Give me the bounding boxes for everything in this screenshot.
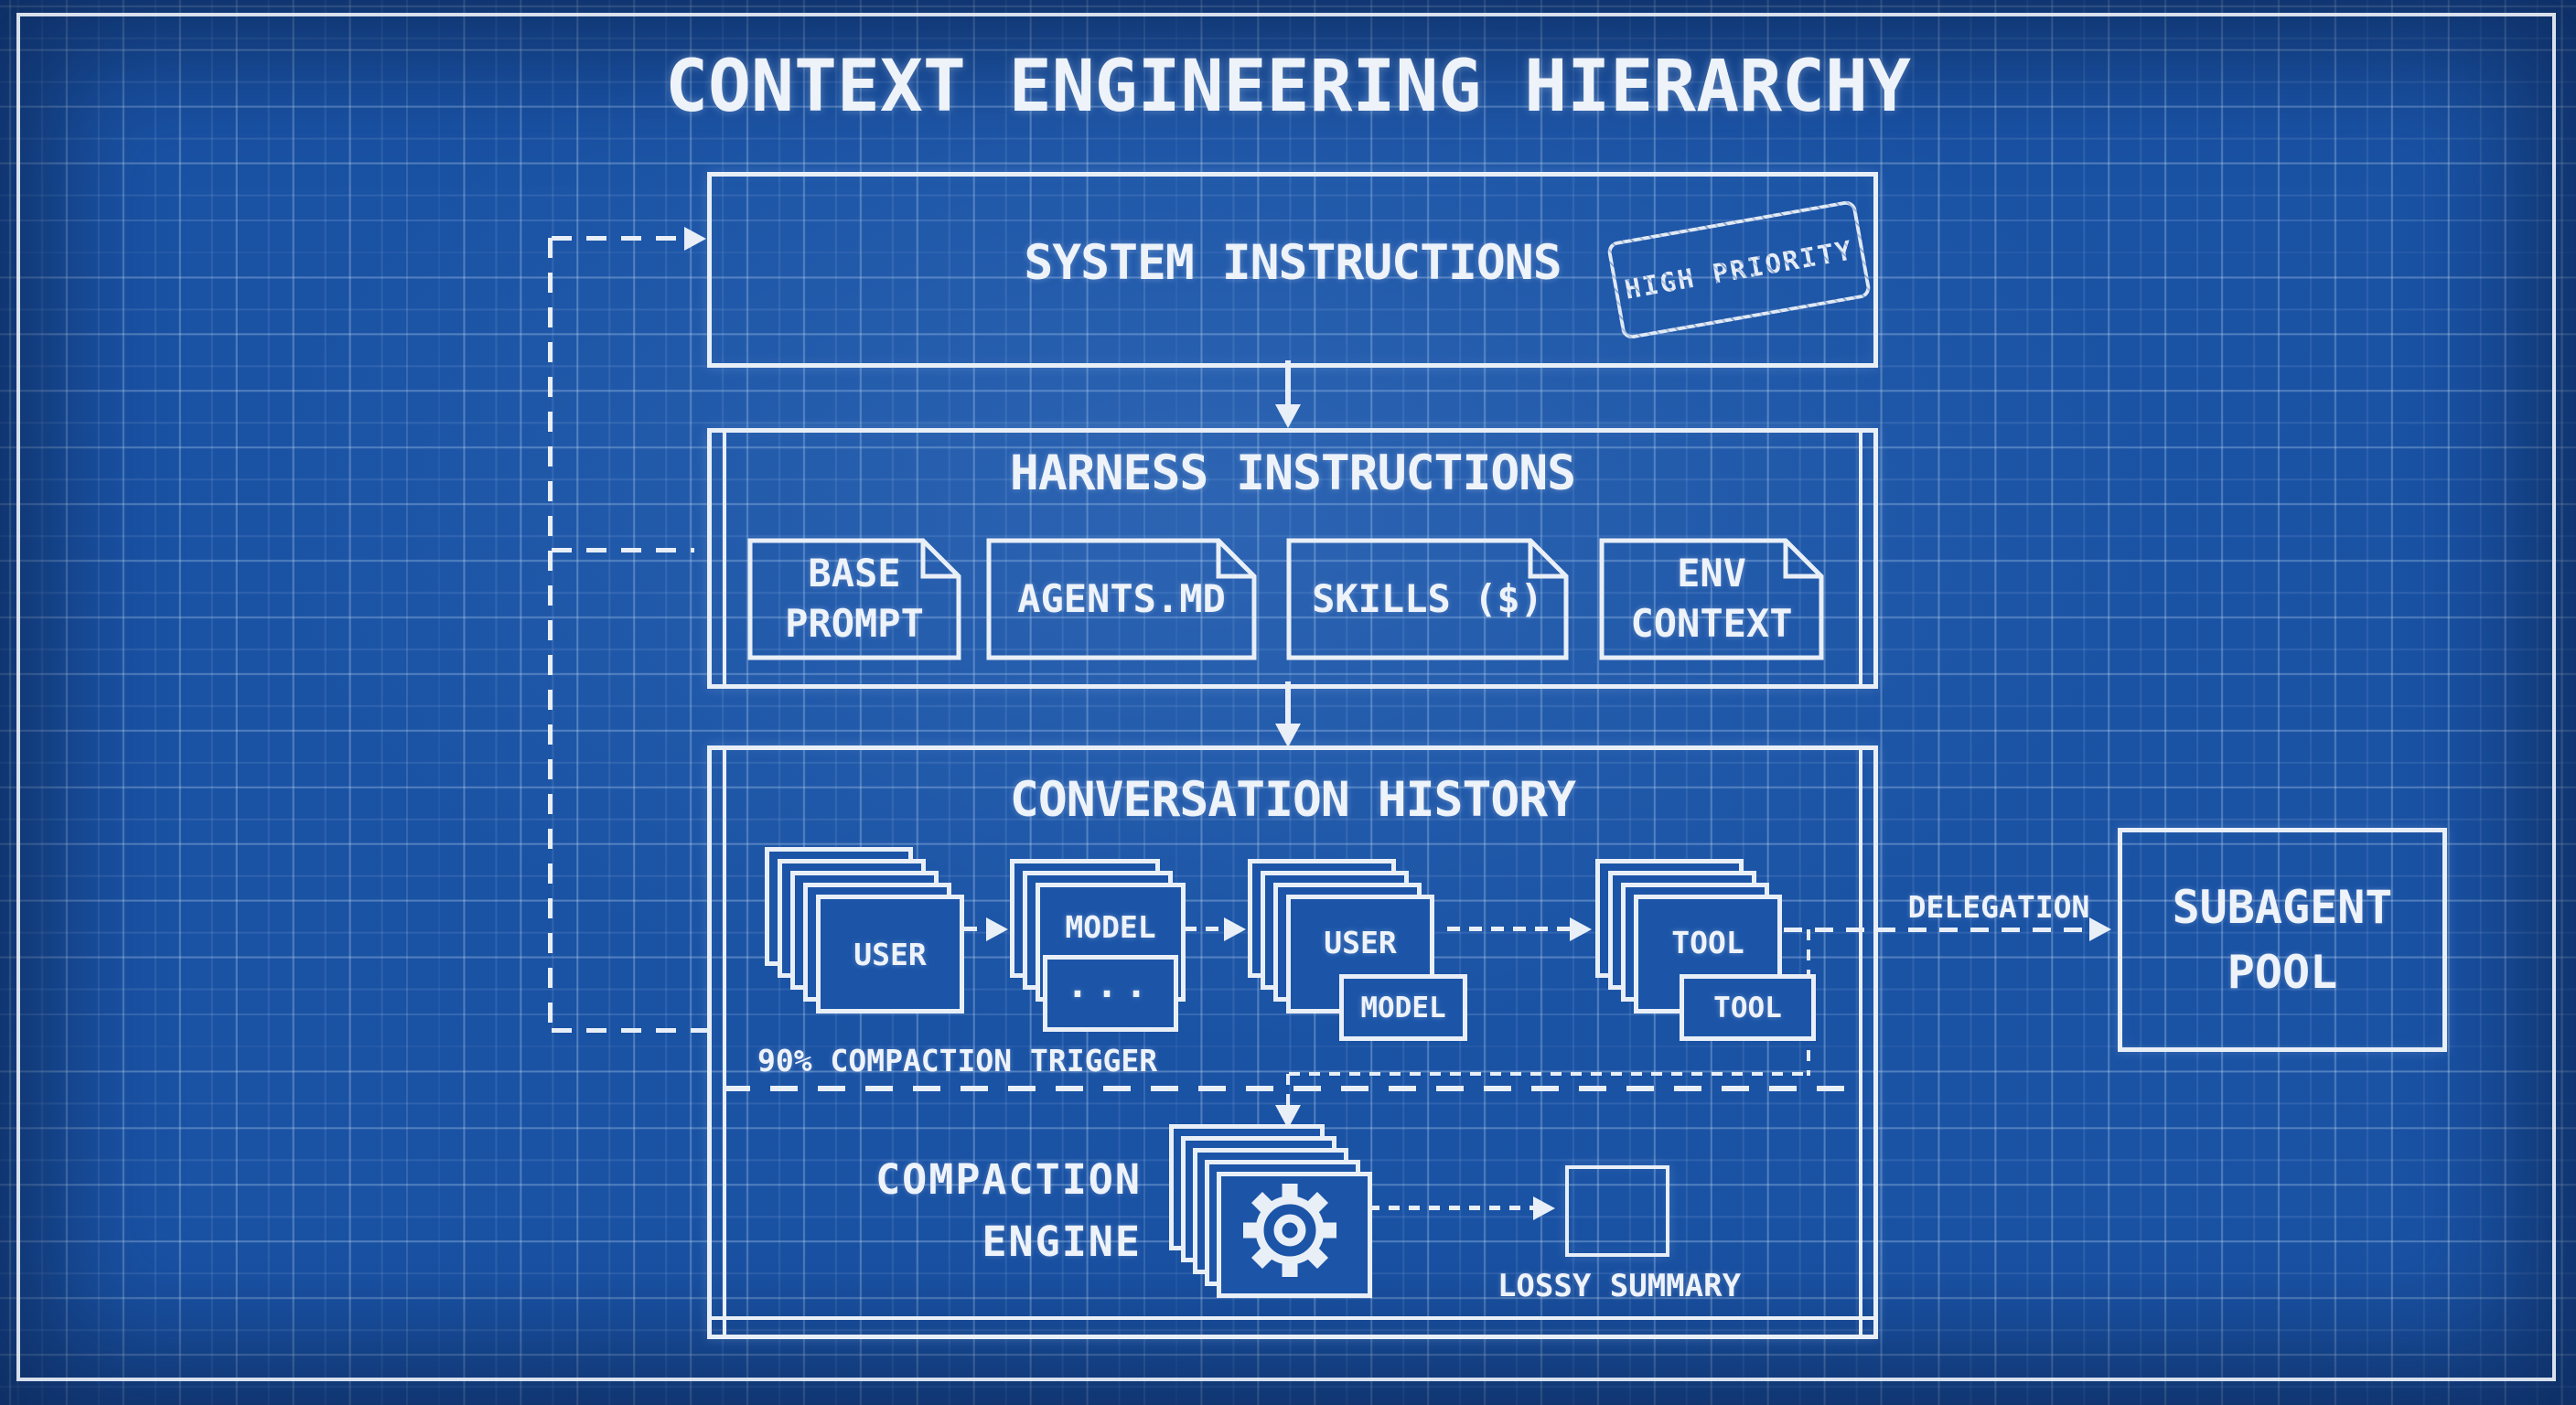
card-label: AGENTS.MD [1017, 575, 1226, 621]
message-stack-user-1: USER [816, 895, 964, 1014]
card-label: ENV CONTEXT [1630, 551, 1793, 646]
tool-sub-box: TOOL [1680, 974, 1816, 1041]
feedback-line-to-system [552, 236, 687, 241]
message-arrow-2-head-icon [1224, 917, 1246, 941]
arrow-harness-to-conversation-head-icon [1275, 724, 1301, 747]
feedback-arrowhead-icon [684, 227, 706, 251]
message-arrow-1-line [964, 927, 988, 931]
document-icon [986, 538, 1257, 660]
document-card-env-context: ENV CONTEXT [1599, 538, 1824, 660]
delegation-arrowhead-icon [2089, 917, 2111, 941]
compaction-engine-label: COMPACTION ENGINE [875, 1155, 1142, 1266]
arrow-system-to-harness-line [1285, 360, 1291, 408]
ellipsis-sub-box: ... [1043, 955, 1178, 1032]
subagent-pool-box: SUBAGENT POOL [2118, 828, 2447, 1052]
message-arrow-1-head-icon [986, 917, 1008, 941]
harness-inner-line-left [723, 433, 726, 684]
conversation-inner-line-bottom [712, 1316, 1873, 1320]
feedback-line-from-conversation [552, 1028, 707, 1033]
conversation-history-box: CONVERSATION HISTORY [707, 745, 1878, 1339]
card-label: BASE PROMPT [785, 551, 924, 646]
compaction-drop-head-icon [1275, 1105, 1301, 1129]
page-title: CONTEXT ENGINEERING HIERARCHY [665, 46, 1911, 128]
arrow-system-to-harness-head-icon [1275, 404, 1301, 428]
lossy-summary-box [1565, 1165, 1669, 1257]
harness-instructions-title: HARNESS INSTRUCTIONS [1009, 445, 1576, 501]
message-arrow-2-line [1184, 927, 1224, 931]
stack-label: USER [853, 936, 927, 972]
summary-arrowhead-icon [1533, 1196, 1555, 1220]
message-arrow-3-line [1447, 927, 1572, 931]
stack-label: TOOL [1671, 925, 1744, 960]
system-instructions-title: SYSTEM INSTRUCTIONS [1024, 235, 1562, 291]
system-instructions-box: SYSTEM INSTRUCTIONS [707, 172, 1878, 368]
harness-inner-line-right [1859, 433, 1862, 684]
lossy-summary-label: LOSSY SUMMARY [1497, 1268, 1742, 1304]
document-icon [1599, 538, 1824, 660]
compaction-drop-line [1286, 1074, 1290, 1112]
gear-icon [1243, 1184, 1336, 1277]
feedback-line-to-harness [552, 548, 694, 552]
delegation-label: DELEGATION [1907, 889, 2090, 925]
document-card-skills: SKILLS ($) [1286, 538, 1569, 660]
document-icon [747, 538, 961, 660]
delegation-line [1784, 928, 2091, 932]
card-label: SKILLS ($) [1312, 575, 1543, 621]
stack-label: USER [1324, 925, 1397, 960]
model-sub-box: MODEL [1339, 974, 1467, 1041]
harness-instructions-box: HARNESS INSTRUCTIONS [707, 428, 1878, 689]
compaction-trigger-label: 90% COMPACTION TRIGGER [757, 1043, 1158, 1078]
feedback-loop-line-vertical [548, 238, 553, 1032]
conversation-history-title: CONVERSATION HISTORY [1009, 772, 1576, 828]
conversation-inner-line-right [1859, 750, 1862, 1335]
arrow-harness-to-conversation-line [1285, 681, 1291, 727]
tool-route-line-horizontal [1289, 1072, 1810, 1076]
document-icon [1286, 538, 1569, 660]
document-card-agents-md: AGENTS.MD [986, 538, 1257, 660]
summary-arrow-line [1368, 1206, 1535, 1210]
blueprint-frame [16, 13, 2556, 1381]
message-arrow-3-head-icon [1570, 917, 1592, 941]
document-card-base-prompt: BASE PROMPT [747, 538, 961, 660]
compaction-trigger-line [723, 1086, 1846, 1091]
conversation-inner-line-left [723, 750, 726, 1335]
subagent-pool-title: SUBAGENT POOL [2172, 880, 2393, 999]
stack-label: MODEL [1065, 909, 1156, 945]
